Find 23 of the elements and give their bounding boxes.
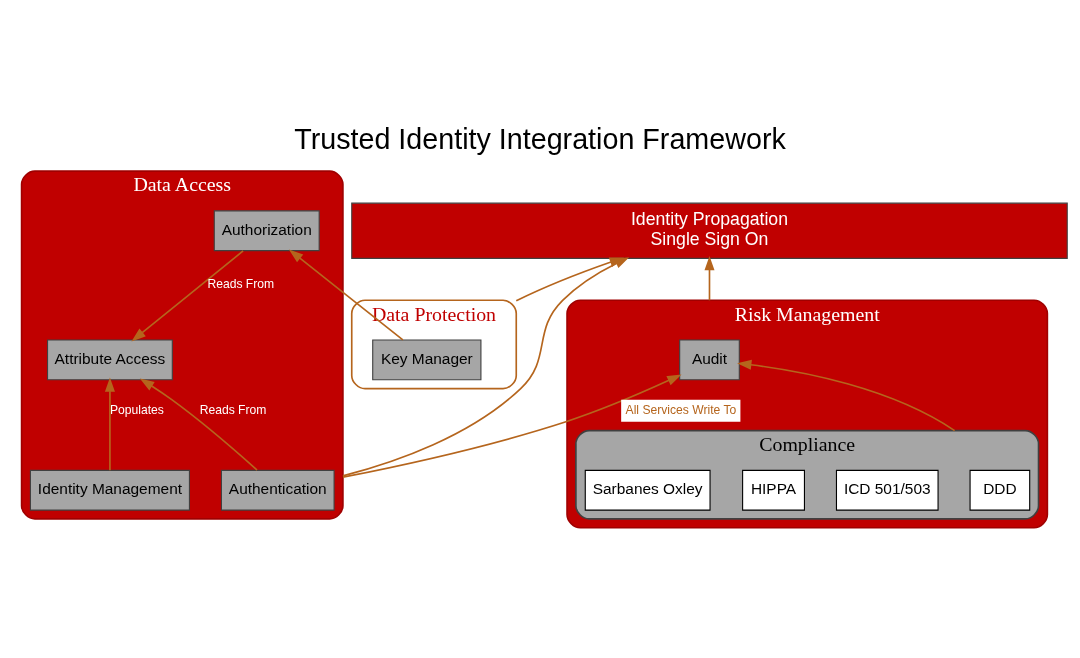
edge-label: Reads From (207, 276, 275, 291)
node-box: Authentication (220, 469, 335, 511)
node-box: Attribute Access (47, 339, 173, 381)
node-box: HIPPA (742, 469, 805, 511)
arrow (288, 249, 404, 341)
node-box: Authorization (213, 210, 320, 252)
edge-label: Reads From (199, 402, 267, 417)
arrow (737, 359, 956, 432)
node-box: DDD (969, 469, 1031, 511)
arrow (139, 378, 258, 471)
node-box: Sarbanes Oxley (584, 469, 711, 511)
arrow (704, 255, 715, 302)
node-box: Identity Propagation Single Sign On (351, 202, 1068, 259)
node-box: Audit (679, 339, 740, 381)
arrow (131, 250, 244, 342)
diagram-title: Trusted Identity Integration Framework (294, 122, 786, 155)
edge-label: All Services Write To (625, 402, 737, 417)
arrow (342, 374, 682, 478)
arrow (104, 377, 115, 472)
node-box: ICD 501/503 (835, 469, 939, 511)
node-box: Key Manager (372, 339, 482, 381)
edge-label: Populates (110, 402, 164, 417)
node-box: Identity Management (29, 469, 190, 511)
